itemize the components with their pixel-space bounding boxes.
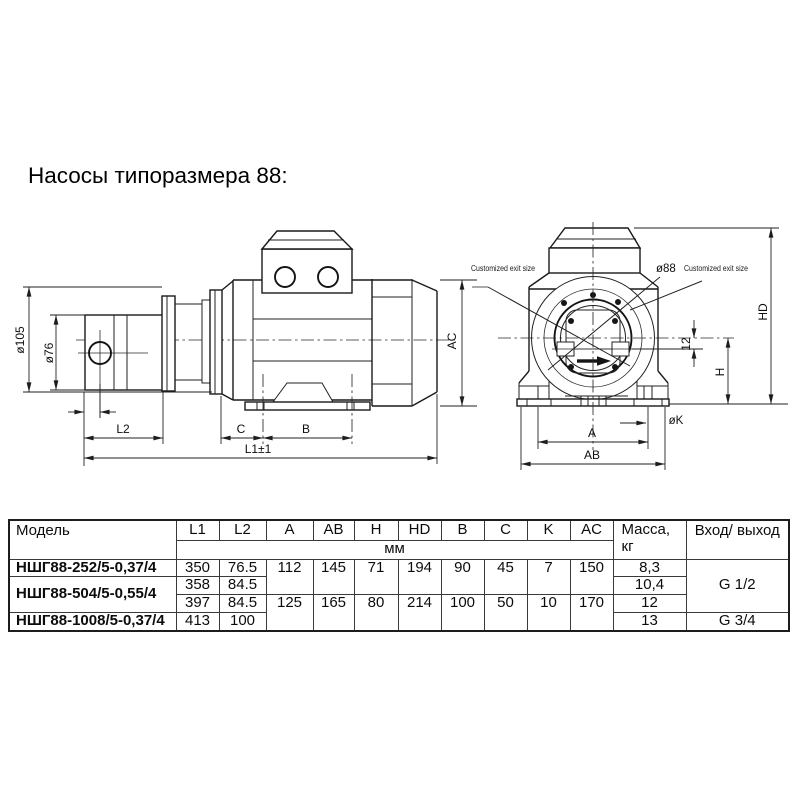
cell-hd: 214: [397, 594, 442, 632]
cell-model: НШГ88-504/5-0,55/4: [8, 576, 177, 614]
header-c: C: [483, 519, 528, 541]
header-a: A: [265, 519, 314, 541]
dim-label-l2: L2: [116, 422, 130, 436]
table-row: 397 84.5 125 165 80 214 100 50 10 170 12: [9, 594, 789, 632]
cell-k: 10: [526, 594, 571, 632]
dim-label-c: C: [237, 422, 246, 436]
header-io: Вход/ выход: [685, 519, 790, 560]
cell-b: 90: [440, 558, 485, 596]
cell-io: G 1/2: [685, 558, 790, 614]
table-row: НШГ88-252/5-0,37/4 350 76.5 112 145 71 1…: [8, 558, 790, 614]
cell-a: 125: [265, 594, 314, 632]
dim-label-d105: ø105: [13, 326, 27, 354]
spec-table: Модель L1 L2 A AB H HD B C K AC Масса, к…: [8, 519, 790, 632]
cell-ab: 165: [312, 594, 355, 632]
cell-ac: 150: [569, 558, 614, 596]
cell-io: G 3/4: [685, 612, 790, 632]
page-title: Насосы типоразмера 88:: [28, 163, 288, 188]
side-view-dimensions: ø105 ø76 L2 C B L1±1: [13, 279, 477, 466]
header-l2: L2: [218, 519, 267, 541]
cell-l1: 413: [175, 612, 220, 632]
pump-front-view: [472, 222, 734, 450]
cell-mass: 12: [612, 594, 687, 614]
cell-c: 45: [483, 558, 528, 596]
cell-h: 80: [353, 594, 399, 632]
table-header-row-1: Модель L1 L2 A AB H HD B C K AC Масса, к…: [8, 519, 790, 560]
dim-label-hd: HD: [756, 303, 770, 321]
cell-l1: 397: [175, 594, 220, 614]
header-mass-line1: Масса,: [621, 521, 671, 538]
cell-c: 50: [483, 594, 528, 632]
header-b: B: [440, 519, 485, 541]
header-ac: AC: [569, 519, 614, 541]
cell-l2: 84.5: [218, 594, 267, 614]
cell-l2: 76.5: [218, 558, 267, 578]
cell-ac: 170: [569, 594, 614, 632]
dim-label-b: B: [302, 422, 310, 436]
dim-label-d76: ø76: [42, 342, 56, 363]
cell-h: 71: [353, 558, 399, 596]
cell-hd: 194: [397, 558, 442, 596]
cell-k: 7: [526, 558, 571, 596]
table-row: НШГ88-1008/5-0,37/4 413 100 13 G 3/4: [8, 612, 790, 632]
dim-label-ac: AC: [445, 332, 459, 349]
header-l1: L1: [175, 519, 220, 541]
dim-label-h: H: [713, 368, 727, 377]
header-k: K: [526, 519, 571, 541]
dim-label-ab: AB: [584, 448, 600, 462]
dim-label-12: 12: [679, 337, 693, 351]
pump-drawings: ø105 ø76 L2 C B L1±1: [13, 222, 788, 470]
cell-mass: 13: [612, 612, 687, 632]
cell-model: НШГ88-1008/5-0,37/4: [8, 612, 177, 632]
header-unit-mm: мм: [175, 539, 614, 560]
front-view-dimensions: Customized exit size ø88 Customized exit…: [471, 227, 788, 470]
cell-l1: 350: [175, 558, 220, 578]
cell-l2: 100: [218, 612, 267, 632]
header-mass: Масса, кг: [612, 519, 687, 560]
cell-a: 112: [265, 558, 314, 596]
label-d88: ø88: [656, 263, 676, 275]
pump-side-view: [76, 230, 458, 444]
header-hd: HD: [397, 519, 442, 541]
cell-mass: 10,4: [612, 576, 687, 596]
header-ab: AB: [312, 519, 355, 541]
header-h: H: [353, 519, 399, 541]
label-exit-right: Customized exit size: [684, 264, 748, 273]
header-mass-line2: кг: [621, 537, 634, 555]
cell-b: 100: [440, 594, 485, 632]
cell-l2: 84.5: [218, 576, 267, 596]
cell-model: НШГ88-252/5-0,37/4: [8, 558, 177, 578]
header-model: Модель: [8, 519, 177, 560]
cell-ab: 145: [312, 558, 355, 596]
cell-l1: 358: [175, 576, 220, 596]
table-header-row-2: мм: [9, 539, 789, 560]
label-exit-left: Customized exit size: [471, 264, 535, 273]
dim-label-dk: øK: [669, 415, 684, 427]
dim-label-l1: L1±1: [245, 442, 272, 456]
cell-mass: 8,3: [612, 558, 687, 578]
table-row: НШГ88-504/5-0,55/4 358 84.5 10,4: [8, 576, 789, 614]
dim-label-a: A: [588, 426, 596, 440]
